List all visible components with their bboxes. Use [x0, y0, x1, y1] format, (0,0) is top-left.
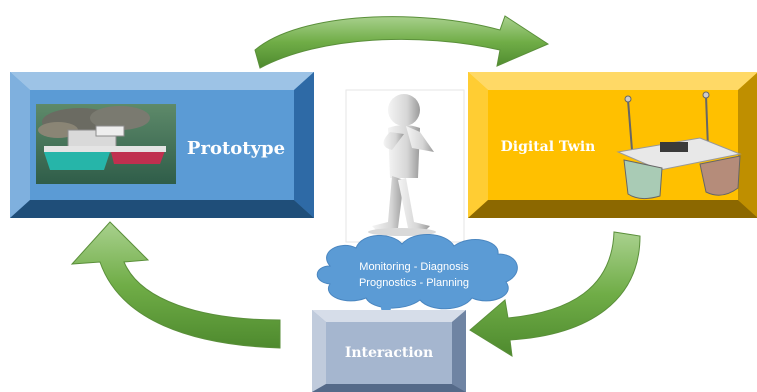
interaction-label: Interaction [345, 345, 433, 361]
interaction-box: Interaction [312, 310, 466, 392]
right-arrow [469, 231, 641, 357]
prototype-box: Prototype [10, 72, 314, 218]
cloud-line-1: Monitoring - Diagnosis [359, 261, 469, 273]
cloud-line-2: Prognostics - Planning [359, 277, 469, 289]
thinking-person-icon [345, 89, 465, 243]
top-arrow [254, 15, 550, 69]
left-arrow [70, 221, 281, 349]
thought-cloud: Monitoring - Diagnosis Prognostics - Pla… [316, 233, 518, 321]
prototype-photo [36, 104, 176, 184]
prototype-label: Prototype [187, 138, 285, 159]
digital-twin-box: Digital Twin [468, 72, 757, 218]
digital-twin-model [616, 91, 742, 200]
digital-twin-label: Digital Twin [501, 139, 596, 155]
